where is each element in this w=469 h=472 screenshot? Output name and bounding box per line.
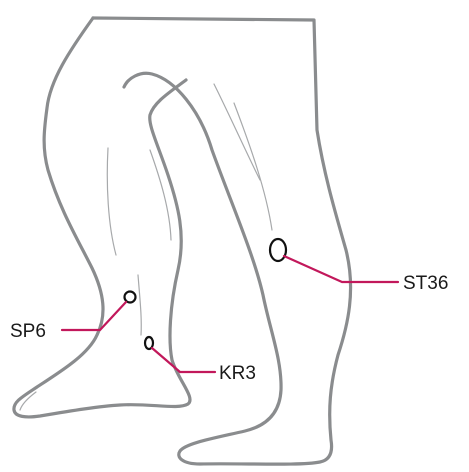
ankle-line <box>138 275 141 335</box>
st36-point-marker <box>270 239 286 261</box>
back-leg-outline <box>93 18 351 464</box>
kr3-label: KR3 <box>219 363 256 384</box>
calf-line <box>150 150 171 240</box>
shin-inner-line <box>214 84 260 180</box>
sp6-point-marker <box>125 292 136 303</box>
st36-leader-line <box>284 256 398 282</box>
front-leg-inner-line <box>107 148 116 255</box>
sp6-label: SP6 <box>10 321 46 342</box>
kr3-leader-line <box>152 348 215 372</box>
sp6-leader-line <box>62 302 126 330</box>
back-leg-illustration <box>93 18 351 464</box>
st36-label: ST36 <box>403 273 448 294</box>
